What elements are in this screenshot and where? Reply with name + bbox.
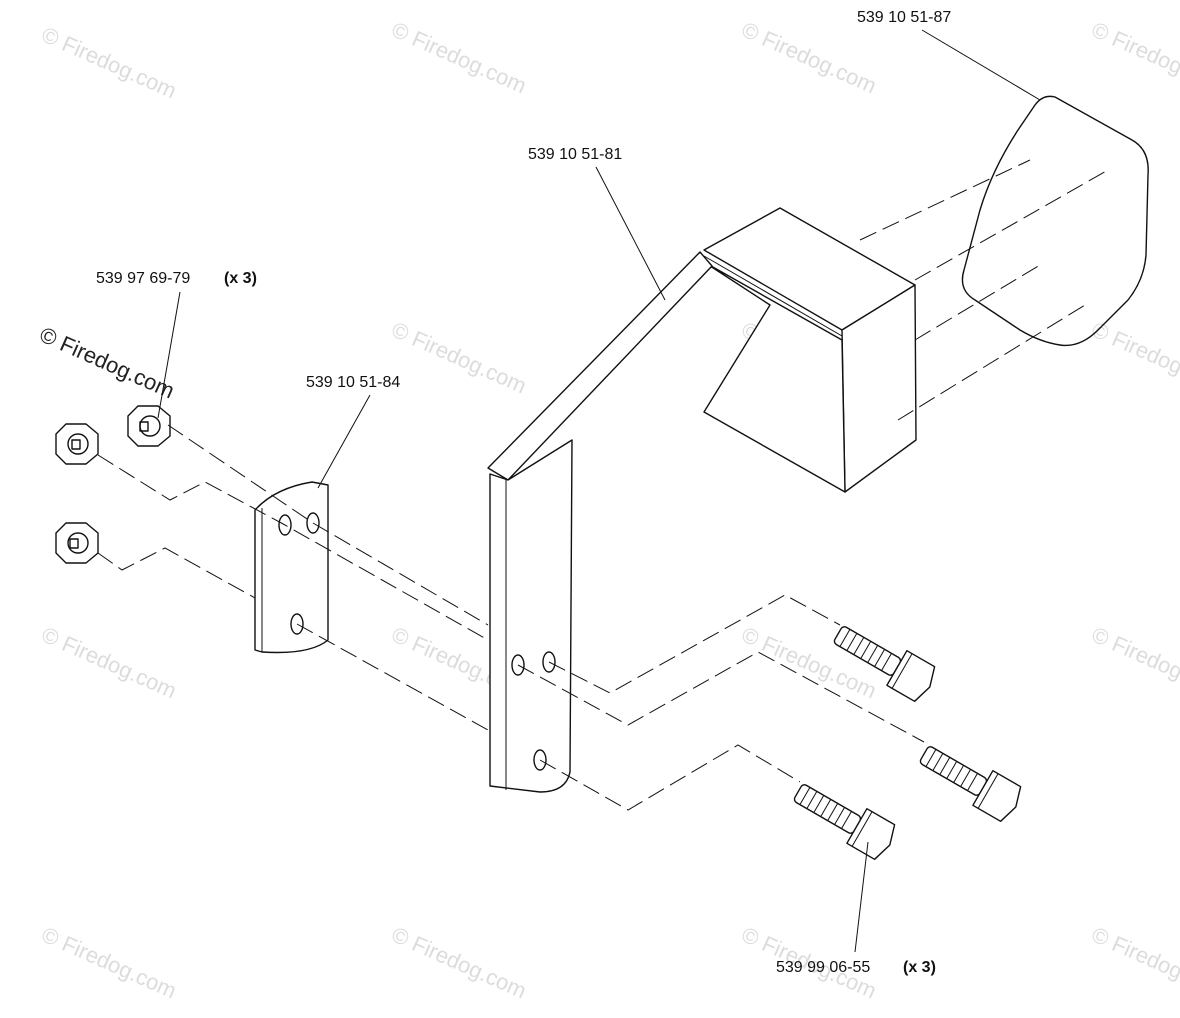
watermark: © Firedog.com <box>1088 922 1180 1004</box>
assembly-lines <box>97 159 1109 811</box>
watermark: © Firedog.com <box>388 922 530 1004</box>
bolt-part-2 <box>919 746 1022 823</box>
watermark: © Firedog.com <box>388 317 530 399</box>
bolt-part-3 <box>793 784 896 861</box>
part-qty-bolt: (x 3) <box>903 959 936 976</box>
part-labels: 539 10 51-87 539 10 51-81 539 97 69-79 (… <box>96 9 951 976</box>
watermark: © Firedog.com <box>1088 317 1180 399</box>
watermark: © Firedog.com <box>388 17 530 99</box>
watermark: © Firedog.com <box>1088 17 1180 99</box>
nut-part-2 <box>127 405 171 447</box>
nut-part-1 <box>55 423 99 465</box>
part-number-bracket: 539 10 51-81 <box>528 146 622 163</box>
part-number-bolt: 539 99 06-55 <box>776 959 870 976</box>
watermarks: © Firedog.com © Firedog.com © Firedog.co… <box>36 17 1180 1004</box>
watermark: © Firedog.com <box>738 17 880 99</box>
watermark: © Firedog.com <box>38 922 180 1004</box>
watermark: © Firedog.com <box>38 622 180 704</box>
nut-part-3 <box>55 522 99 564</box>
plate-part <box>254 481 329 654</box>
watermark-prominent: © Firedog.com <box>36 322 178 404</box>
watermark: © Firedog.com <box>1088 622 1180 704</box>
part-number-plate: 539 10 51-84 <box>306 374 400 391</box>
shield-part <box>961 95 1149 347</box>
part-number-nut: 539 97 69-79 <box>96 270 190 287</box>
bracket-part <box>487 207 917 793</box>
leader-lines <box>157 29 1041 953</box>
bolt-part-1 <box>833 626 936 703</box>
watermark: © Firedog.com <box>38 22 180 104</box>
part-qty-nut: (x 3) <box>224 270 257 287</box>
part-number-shield: 539 10 51-87 <box>857 9 951 26</box>
